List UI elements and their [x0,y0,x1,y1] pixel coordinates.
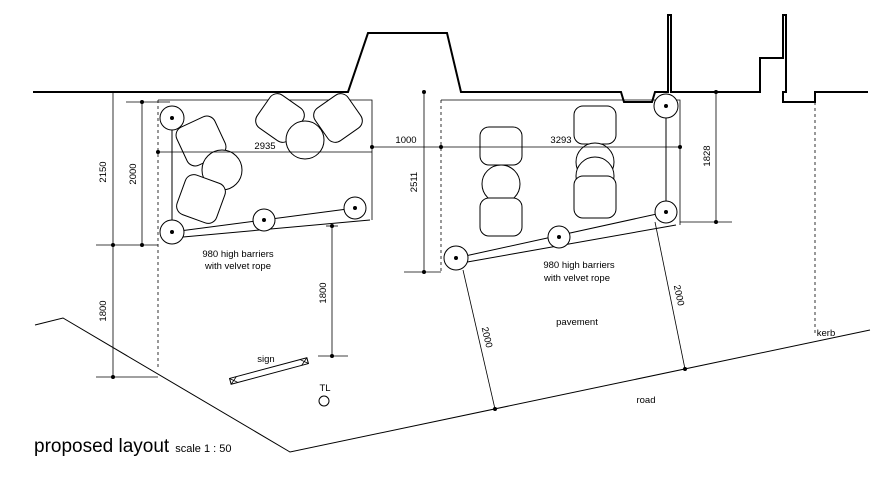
dim-pavement-right: 2000 [671,284,686,307]
sign-label: sign [257,354,274,365]
dim-pavement-left: 2000 [479,326,494,349]
right-furniture-group [479,105,617,237]
right-barrier-note-line2: with velvet rope [543,273,610,284]
barrier-post-icon [159,105,185,131]
traffic-light-icon [318,395,330,407]
dim-gap: 1000 [395,135,416,146]
left-furniture-group [175,93,363,224]
left-enclosure-top [158,99,373,220]
dim-barrier-to-sign: 1800 [318,282,329,303]
chair-icon [176,174,226,224]
building-facade [33,14,868,103]
dim-left-lower: 1800 [98,300,109,321]
chair-icon [573,175,617,219]
barrier-post-icon [252,208,276,232]
barrier-posts [159,93,679,271]
barrier-post-icon [654,200,678,224]
barrier-post-icon [653,93,679,119]
caption-scale: scale 1 : 50 [175,443,232,455]
traffic-light-label: TL [319,383,330,394]
drawing-caption: proposed layout scale 1 : 50 [34,436,231,458]
barrier-post-icon [343,196,367,220]
chair-icon [313,93,363,143]
chair-icon [573,105,617,145]
left-barrier-note-line1: 980 high barriers [202,249,274,260]
table-icon [285,120,325,160]
left-barrier-note-line2: with velvet rope [204,261,271,272]
dim-right-width: 3293 [550,135,571,146]
dimension-lines [96,90,732,411]
barrier-post-icon [159,219,185,245]
table-icon [481,164,521,204]
right-enclosure-top [441,99,681,225]
dim-left-width: 2935 [254,141,275,152]
sign-icon [228,357,310,385]
caption-title: proposed layout [34,436,170,457]
pavement-label: pavement [556,317,598,328]
dim-right-height: 2511 [409,172,420,192]
road-label: road [636,395,655,406]
dim-right-offset: 1828 [702,145,713,166]
chair-icon [479,126,523,166]
dim-left-inner: 2000 [128,163,139,184]
road-edge [34,317,871,453]
kerb-label: kerb [817,328,835,339]
dim-left-total: 2150 [98,161,109,182]
chair-icon [479,197,523,237]
barrier-post-icon [443,245,469,271]
barrier-post-icon [547,225,571,249]
right-barrier-note-line1: 980 high barriers [543,260,615,271]
